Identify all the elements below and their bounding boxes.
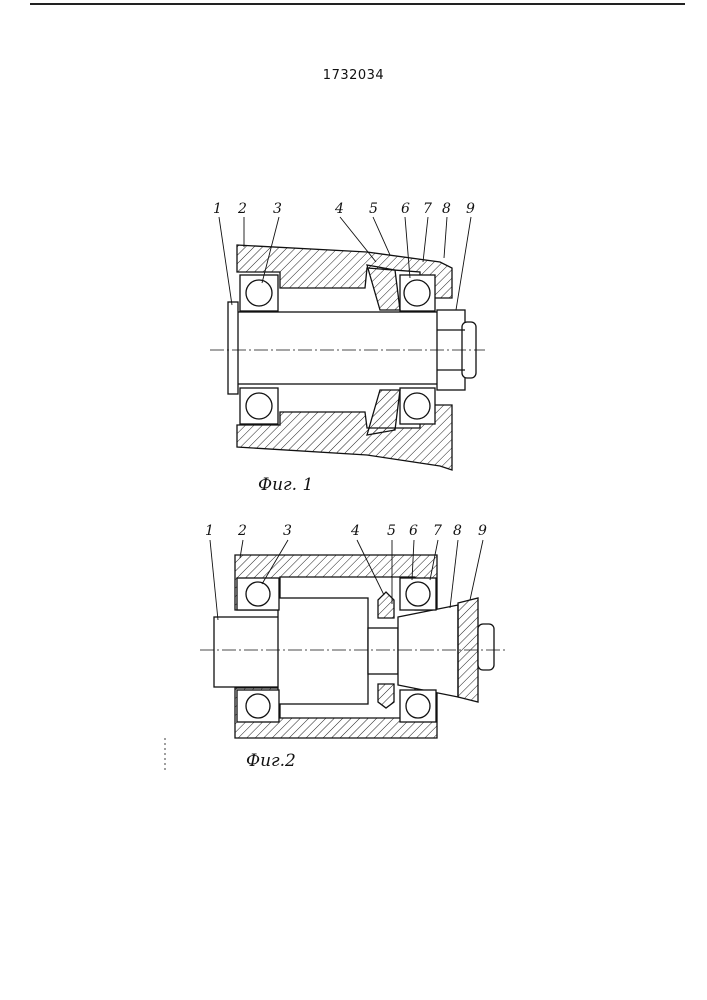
fig2-label-8: 8	[453, 523, 462, 539]
fig1-label-9: 9	[466, 201, 475, 217]
fig2-label-2: 2	[237, 523, 247, 539]
fig2-neck	[368, 628, 398, 674]
fig1-label-5: 5	[369, 201, 378, 217]
fig2-shaft-stub	[214, 617, 280, 687]
fig1-caption: Фиг. 1	[258, 475, 313, 495]
fig2-shaft-body	[278, 598, 368, 704]
figure-2	[165, 540, 505, 770]
fig2-caption: Фиг.2	[246, 751, 296, 771]
fig1-shaft-end	[228, 302, 238, 394]
fig2-label-5: 5	[387, 523, 396, 539]
fig2-label-6: 6	[409, 523, 418, 539]
fig2-label-4: 4	[350, 523, 360, 539]
fig1-cone-bottom	[367, 390, 400, 435]
fig2-label-3: 3	[283, 523, 292, 539]
fig2-bearing-left-bottom	[237, 690, 279, 722]
fig2-cone	[398, 605, 458, 697]
fig1-label-1: 1	[213, 201, 222, 217]
fig2-label-9: 9	[478, 523, 487, 539]
fig2-label-7: 7	[433, 523, 442, 539]
fig1-label-7: 7	[423, 201, 432, 217]
fig1-cone-top	[367, 265, 400, 310]
fig2-nut-cap	[478, 624, 494, 670]
fig1-label-8: 8	[442, 201, 451, 217]
fig1-label-4: 4	[334, 201, 344, 217]
fig2-label-1: 1	[205, 523, 214, 539]
fig1-label-6: 6	[401, 201, 410, 217]
fig2-bearing-left-top	[237, 578, 279, 610]
figure-1	[210, 217, 485, 470]
fig1-shaft	[235, 312, 440, 384]
fig2-cone-small-bottom	[378, 684, 394, 708]
fig1-label-2: 2	[237, 201, 247, 217]
fig1-label-3: 3	[273, 201, 282, 217]
